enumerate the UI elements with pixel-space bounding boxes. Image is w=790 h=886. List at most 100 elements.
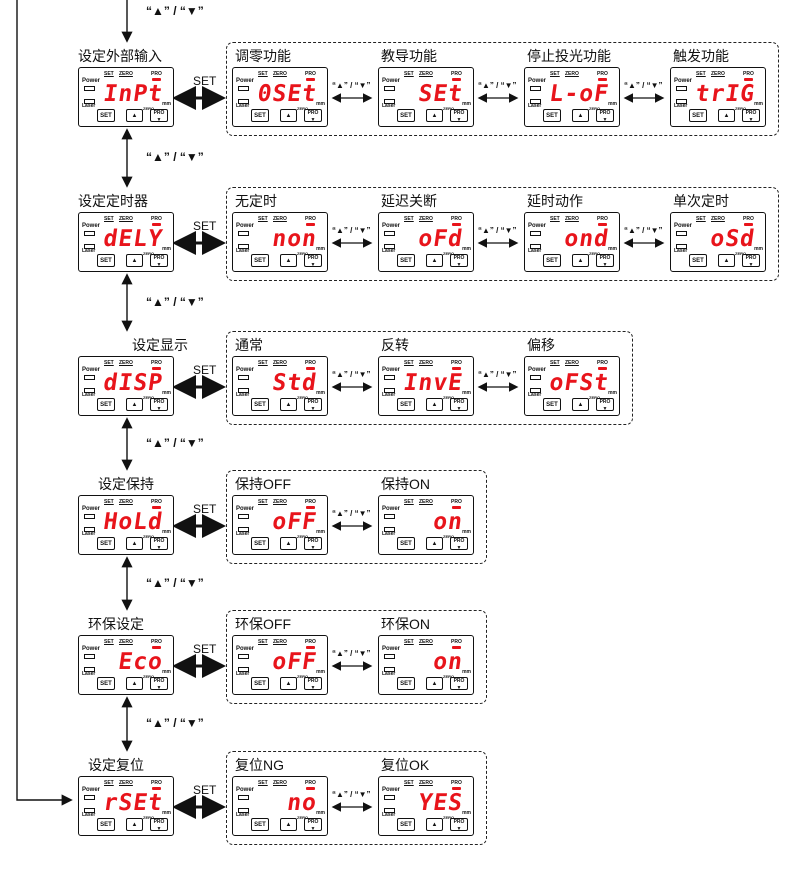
- up-button[interactable]: ▲: [426, 677, 443, 690]
- set-button[interactable]: SET: [251, 818, 269, 831]
- laser-label: Laser: [674, 248, 688, 254]
- power-label: Power: [82, 78, 101, 84]
- set-button[interactable]: SET: [397, 398, 415, 411]
- pro-button[interactable]: PRO▼: [304, 398, 322, 412]
- set-button[interactable]: SET: [689, 254, 707, 267]
- down-icon: ▼: [748, 117, 754, 123]
- laser-label: Laser: [236, 103, 250, 109]
- set-indicator-label: SET: [404, 71, 414, 77]
- down-icon: ▼: [156, 262, 162, 268]
- segment-display: Std: [270, 370, 319, 396]
- pro-button[interactable]: PRO▼: [450, 818, 468, 832]
- set-button[interactable]: SET: [97, 537, 115, 550]
- set-button[interactable]: SET: [397, 818, 415, 831]
- up-button[interactable]: ▲: [126, 677, 143, 690]
- set-button[interactable]: SET: [689, 109, 707, 122]
- pro-button[interactable]: PRO▼: [150, 677, 168, 691]
- pro-button[interactable]: PRO▼: [304, 537, 322, 551]
- set-button[interactable]: SET: [97, 818, 115, 831]
- up-button[interactable]: ▲: [572, 254, 589, 267]
- pro-button[interactable]: PRO▼: [596, 109, 614, 123]
- pro-button[interactable]: PRO▼: [450, 254, 468, 268]
- set-indicator-label: SET: [404, 499, 414, 505]
- set-button[interactable]: SET: [251, 254, 269, 267]
- up-button[interactable]: ▲: [426, 818, 443, 831]
- power-label: Power: [236, 78, 255, 84]
- unit-label: mm: [316, 810, 325, 816]
- set-button[interactable]: SET: [97, 254, 115, 267]
- up-button[interactable]: ▲: [126, 109, 143, 122]
- laser-led-icon: [384, 388, 395, 393]
- pro-button[interactable]: PRO▼: [450, 109, 468, 123]
- pro-button[interactable]: PRO▼: [596, 398, 614, 412]
- pro-indicator-icon: [152, 78, 161, 81]
- up-button[interactable]: ▲: [126, 537, 143, 550]
- up-button[interactable]: ▲: [718, 109, 735, 122]
- pro-indicator-label: PRO: [305, 360, 316, 366]
- set-button[interactable]: SET: [97, 109, 115, 122]
- up-button[interactable]: ▲: [572, 109, 589, 122]
- zero-sub-label: ZERO: [297, 251, 309, 256]
- nav-label-vertical: “▲” / “▼”: [146, 575, 204, 590]
- set-button[interactable]: SET: [251, 537, 269, 550]
- pro-button[interactable]: PRO▼: [742, 254, 760, 268]
- pro-button[interactable]: PRO▼: [150, 398, 168, 412]
- unit-label: mm: [462, 246, 471, 252]
- set-indicator-label: SET: [258, 639, 268, 645]
- set-button[interactable]: SET: [543, 254, 561, 267]
- pro-indicator-label: PRO: [305, 499, 316, 505]
- pro-button[interactable]: PRO▼: [304, 254, 322, 268]
- up-button[interactable]: ▲: [280, 537, 297, 550]
- up-button[interactable]: ▲: [280, 109, 297, 122]
- set-button[interactable]: SET: [397, 537, 415, 550]
- pro-button[interactable]: PRO▼: [304, 109, 322, 123]
- pro-button[interactable]: PRO▼: [450, 398, 468, 412]
- pro-button[interactable]: PRO▼: [596, 254, 614, 268]
- set-button[interactable]: SET: [251, 677, 269, 690]
- pro-button[interactable]: PRO▼: [742, 109, 760, 123]
- up-button[interactable]: ▲: [426, 398, 443, 411]
- set-button[interactable]: SET: [397, 109, 415, 122]
- up-button[interactable]: ▲: [426, 254, 443, 267]
- options-group: [226, 187, 779, 281]
- up-button[interactable]: ▲: [718, 254, 735, 267]
- up-button[interactable]: ▲: [426, 109, 443, 122]
- set-button[interactable]: SET: [97, 398, 115, 411]
- menu-title: 设定外部输入: [78, 48, 162, 64]
- pro-button[interactable]: PRO▼: [150, 537, 168, 551]
- pro-button[interactable]: PRO▼: [450, 537, 468, 551]
- pro-button[interactable]: PRO▼: [150, 818, 168, 832]
- segment-display: oFF: [270, 649, 319, 675]
- up-button[interactable]: ▲: [426, 537, 443, 550]
- set-button[interactable]: SET: [251, 109, 269, 122]
- nav-label-vertical: “▲” / “▼”: [146, 150, 204, 164]
- nav-label-between: “▲” / “▼”: [478, 226, 517, 235]
- set-button[interactable]: SET: [251, 398, 269, 411]
- up-button[interactable]: ▲: [126, 398, 143, 411]
- up-button[interactable]: ▲: [280, 677, 297, 690]
- set-button[interactable]: SET: [543, 398, 561, 411]
- segment-display: no: [285, 790, 319, 816]
- pro-button[interactable]: PRO▼: [150, 254, 168, 268]
- set-button[interactable]: SET: [543, 109, 561, 122]
- pro-button[interactable]: PRO▼: [304, 677, 322, 691]
- up-button[interactable]: ▲: [126, 254, 143, 267]
- zero-sub-label: ZERO: [443, 674, 455, 679]
- pro-button[interactable]: PRO▼: [304, 818, 322, 832]
- up-button[interactable]: ▲: [280, 818, 297, 831]
- set-button[interactable]: SET: [97, 677, 115, 690]
- set-button[interactable]: SET: [397, 254, 415, 267]
- up-button[interactable]: ▲: [280, 398, 297, 411]
- pro-button[interactable]: PRO▼: [150, 109, 168, 123]
- up-button[interactable]: ▲: [280, 254, 297, 267]
- power-label: Power: [382, 78, 401, 84]
- up-button[interactable]: ▲: [126, 818, 143, 831]
- segment-display: dISP: [101, 370, 165, 396]
- laser-label: Laser: [528, 248, 542, 254]
- set-button[interactable]: SET: [397, 677, 415, 690]
- up-button[interactable]: ▲: [572, 398, 589, 411]
- pro-button[interactable]: PRO▼: [450, 677, 468, 691]
